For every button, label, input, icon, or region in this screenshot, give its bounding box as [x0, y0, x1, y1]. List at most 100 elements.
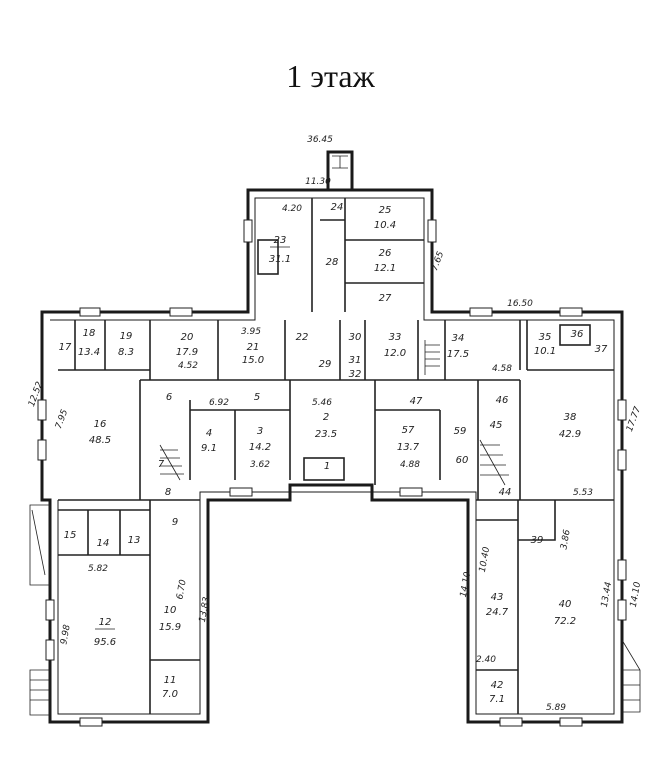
room-3: 314.2: [249, 426, 271, 453]
room-31: 31: [349, 355, 362, 366]
svg-text:7.95: 7.95: [54, 408, 70, 431]
room-46: 46: [496, 395, 509, 406]
room-21: 21 15.0: [242, 342, 264, 366]
svg-text:5.82: 5.82: [88, 564, 108, 574]
room-40: 40 72.2: [554, 599, 576, 627]
svg-text:33: 33: [389, 332, 402, 343]
svg-text:40: 40: [559, 599, 572, 610]
svg-text:21: 21: [247, 342, 260, 353]
room-36: 36: [571, 329, 584, 340]
room-39: 39: [531, 535, 544, 546]
svg-text:7.1: 7.1: [489, 694, 505, 705]
svg-text:13.7: 13.7: [397, 442, 420, 453]
svg-text:10.1: 10.1: [534, 346, 556, 357]
room-16: 16 48.5: [89, 419, 111, 446]
svg-text:35: 35: [539, 332, 552, 343]
room-44: 44: [499, 487, 512, 498]
room-5: 5: [254, 392, 260, 403]
svg-text:2: 2: [323, 412, 329, 423]
svg-text:12.1: 12.1: [374, 263, 396, 274]
windows: [37, 219, 627, 727]
room-28: 28: [326, 257, 339, 268]
svg-text:11.30: 11.30: [305, 177, 331, 187]
svg-text:24.7: 24.7: [486, 607, 509, 618]
room-14: 14: [97, 538, 110, 549]
svg-text:57: 57: [402, 425, 415, 436]
svg-text:95.6: 95.6: [94, 637, 116, 648]
svg-text:16: 16: [94, 419, 107, 430]
dimension-labels: 36.45 11.30 4.20 7.65 16.50 12.52 7.95 3…: [27, 135, 643, 713]
svg-text:7.0: 7.0: [162, 689, 178, 700]
room-24: 24: [331, 202, 344, 213]
svg-text:9.1: 9.1: [201, 443, 217, 454]
svg-text:4.20: 4.20: [282, 204, 302, 214]
room-60: 60: [456, 455, 469, 466]
svg-text:3.62: 3.62: [250, 460, 270, 470]
room-15: 15: [64, 530, 77, 541]
svg-text:13.83: 13.83: [198, 596, 212, 623]
svg-text:6.70: 6.70: [175, 579, 188, 601]
room-59: 59: [454, 426, 467, 437]
svg-text:19: 19: [120, 331, 133, 342]
room-57: 57 13.7: [397, 425, 420, 453]
room-38: 38 42.9: [559, 412, 581, 440]
svg-text:14.10: 14.10: [629, 581, 643, 608]
room-29: 29: [319, 359, 332, 370]
svg-text:14.2: 14.2: [249, 442, 271, 453]
room-42: 427.1: [489, 680, 505, 705]
svg-text:4: 4: [206, 428, 212, 439]
svg-text:18: 18: [83, 328, 96, 339]
room-9: 9: [172, 517, 178, 528]
room-7: 7: [158, 459, 165, 470]
svg-text:13.4: 13.4: [78, 347, 100, 358]
room-34: 34 17.5: [447, 333, 469, 360]
room-45: 45: [490, 420, 503, 431]
svg-text:16.50: 16.50: [507, 299, 533, 309]
room-27: 27: [379, 293, 392, 304]
svg-text:36.45: 36.45: [307, 135, 333, 145]
svg-text:5.53: 5.53: [573, 488, 593, 498]
room-32: 32: [349, 369, 362, 380]
room-8: 8: [165, 487, 171, 498]
svg-text:23.5: 23.5: [315, 429, 337, 440]
svg-text:42.9: 42.9: [559, 429, 581, 440]
svg-text:38: 38: [564, 412, 577, 423]
outer-walls: [40, 150, 624, 724]
room-4: 49.1: [201, 428, 217, 454]
svg-text:48.5: 48.5: [89, 435, 111, 446]
svg-text:17.77: 17.77: [625, 405, 643, 433]
room-37: 37: [595, 344, 608, 355]
svg-text:72.2: 72.2: [554, 616, 576, 627]
svg-text:13.44: 13.44: [600, 581, 614, 608]
svg-text:14.10: 14.10: [459, 571, 473, 598]
svg-text:8.3: 8.3: [118, 347, 134, 358]
svg-text:11: 11: [164, 675, 177, 686]
svg-text:3.86: 3.86: [559, 529, 572, 551]
room-19: 198.3: [118, 331, 134, 358]
room-30: 30: [349, 332, 362, 343]
svg-text:3.95: 3.95: [241, 327, 261, 337]
room-17: 17: [59, 342, 72, 353]
svg-text:20: 20: [181, 332, 194, 343]
svg-text:34: 34: [452, 333, 465, 344]
svg-text:15.9: 15.9: [159, 622, 181, 633]
svg-text:25: 25: [379, 205, 392, 216]
interior-walls: [58, 198, 614, 714]
room-13: 13: [128, 535, 141, 546]
svg-text:17.9: 17.9: [176, 347, 198, 358]
room-20: 20 17.9: [176, 332, 198, 358]
svg-text:15.0: 15.0: [242, 355, 264, 366]
svg-text:17.5: 17.5: [447, 349, 469, 360]
stairs: [29, 340, 641, 716]
svg-text:5.46: 5.46: [312, 398, 332, 408]
floor-title: 1 этаж: [286, 58, 375, 94]
svg-text:10.4: 10.4: [374, 220, 396, 231]
svg-text:4.88: 4.88: [400, 460, 420, 470]
room-2: 223.5: [315, 412, 337, 440]
room-47: 47: [410, 396, 423, 407]
